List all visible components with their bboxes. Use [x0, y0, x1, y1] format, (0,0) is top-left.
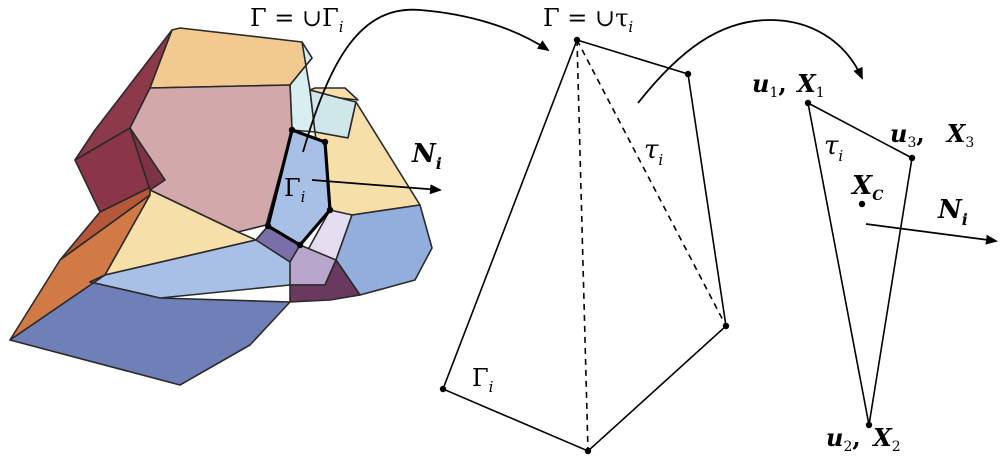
face-peach-top [149, 27, 313, 89]
label-normal-left: Ni [411, 139, 442, 173]
gamma-i-outline [266, 128, 332, 247]
label-u3-x3: u3,X3 [890, 119, 974, 151]
normal-arrow-right [865, 223, 998, 245]
label-gamma-i-polyhedron: Γi [284, 174, 306, 206]
face-slate-blue [9, 274, 291, 386]
label-tau-i-mid: τi [644, 135, 663, 169]
triangle-vertices [804, 99, 916, 429]
label-u2-x2: u2, X2 [826, 423, 901, 455]
middle-vertices [439, 36, 730, 455]
label-gamma-union-tau: Γ = ∪τi [543, 4, 633, 36]
label-u1-x1: u1, X1 [752, 69, 825, 101]
polyhedron-mesh [9, 27, 433, 386]
gamma-i-vertices [264, 126, 334, 249]
triangle-tau-i [806, 101, 913, 426]
label-xc: XC [850, 171, 883, 204]
label-tau-i-right: τi [824, 131, 843, 165]
curved-arrow-left [302, 8, 550, 153]
centroid-point [858, 200, 866, 208]
label-gamma-union-gamma: Γ = ∪Γi [250, 4, 344, 36]
normal-arrow-left [311, 179, 442, 195]
curved-arrow-right [637, 19, 863, 104]
face-maroon-inner [129, 127, 166, 191]
label-normal-right: Ni [937, 195, 968, 229]
face-cream-far [309, 87, 359, 101]
label-gamma-i-mid: Γi [472, 364, 494, 396]
